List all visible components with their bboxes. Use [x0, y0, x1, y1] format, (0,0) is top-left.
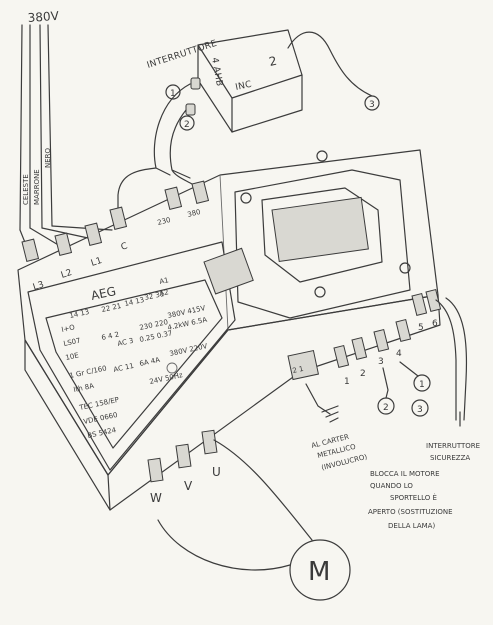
switch-marker-label: 1: [170, 89, 176, 99]
control-marker-label: 2: [383, 403, 389, 413]
control-wires: [382, 297, 468, 427]
nameplate-line: I+O: [61, 323, 76, 334]
switch-inner-text: 2: [268, 54, 278, 69]
nameplate-line: 380V 220V: [169, 342, 209, 358]
terminal-label-w: W: [150, 491, 162, 505]
ground-terminal-label: 2 1: [292, 365, 305, 375]
switch-inner-text: INC: [235, 80, 253, 93]
terminal-label-v: V: [184, 479, 193, 493]
control-terminal-label: 5: [418, 323, 424, 333]
nameplate-line: A1: [159, 276, 170, 286]
terminal-label-380: 380: [187, 208, 202, 219]
control-terminal-label: 2: [360, 369, 366, 379]
control-terminal-label: 6: [432, 319, 438, 329]
ground-note: AL CARTER METALLICO (INVOLUCRO): [311, 433, 369, 472]
nameplate-line: BS 5424: [87, 426, 118, 440]
safety-note-line: DELLA LAMA): [388, 522, 435, 530]
nameplate-line: 14 13: [124, 296, 145, 308]
terminal-label-u: U: [212, 465, 221, 479]
transformer-block: [234, 150, 411, 319]
nameplate-line: AC 11: [113, 362, 135, 374]
wire-color-label: MARRONE: [33, 169, 41, 205]
nameplate-line: 6A 4A: [139, 356, 161, 368]
control-marker-label: 1: [419, 380, 425, 390]
switch-wires: [117, 31, 373, 209]
nameplate-line: 14 13: [69, 308, 90, 320]
terminal-label-l2: L2: [60, 268, 74, 281]
nameplate-line: LS07: [63, 337, 82, 348]
switch-box: [185, 29, 303, 133]
control-markers: 1 2 3: [377, 374, 431, 417]
safety-note-line: SPORTELLO È: [390, 493, 437, 502]
supply-cables: [19, 24, 113, 251]
supply-terminal-strip: [21, 180, 210, 263]
nameplate-line: VDE 0660: [83, 411, 119, 426]
nameplate-line: 10E: [65, 351, 80, 362]
nameplate-line: AC 3: [117, 337, 135, 348]
terminal-label-l3: L3: [32, 280, 46, 293]
nameplate: AEG 14 13 22 21 14 13 32 31 A1 A2 I+O LS…: [61, 276, 209, 440]
terminal-label-230: 230: [157, 216, 172, 227]
contactor-unit: [27, 241, 254, 471]
control-terminal-label: 4: [396, 349, 402, 359]
control-terminal-labels: 1 2 3 4 5 6: [344, 319, 438, 387]
safety-note-line: INTERRUTTORE: [426, 442, 480, 450]
nameplate-line: 6 4 2: [101, 330, 120, 342]
control-terminal-label: 1: [344, 377, 350, 387]
wire-color-label: NERO: [44, 147, 52, 168]
supply-wire-colors: CELESTE MARRONE NERO: [22, 147, 52, 205]
nameplate-line: 22 21: [101, 302, 122, 314]
motor-label: M: [308, 557, 330, 587]
switch-marker-label: 2: [184, 120, 190, 130]
terminal-label-l1: L1: [90, 256, 104, 269]
enclosure: [17, 149, 441, 511]
output-terminal-labels: W V U: [150, 465, 221, 505]
motor-cable: [157, 439, 313, 571]
safety-note-line: BLOCCA IL MOTORE: [370, 470, 440, 478]
safety-note-line: APERTO (SOSTITUZIONE: [368, 508, 453, 516]
motor: M: [289, 539, 351, 601]
ground-connection: 2 1: [287, 350, 339, 423]
nameplate-line: Ith 8A: [73, 382, 95, 394]
safety-note-line: SICUREZZA: [430, 454, 470, 462]
safety-note-line: QUANDO LO: [370, 482, 413, 490]
terminal-label-c: C: [120, 241, 129, 253]
control-marker-label: 3: [417, 405, 423, 415]
safety-note: INTERRUTTORE SICUREZZA BLOCCA IL MOTORE …: [368, 442, 480, 530]
switch-wire-markers: 1 2 3: [165, 84, 380, 131]
output-terminal-strip: [147, 429, 218, 483]
switch-inner-text: 4 AHB: [209, 57, 224, 87]
switch-marker-label: 3: [369, 100, 375, 110]
nameplate-line: 1 Gr C/160: [69, 364, 108, 380]
control-terminal-label: 3: [378, 357, 384, 367]
nameplate-line: 32 31: [144, 290, 165, 302]
control-terminal-strip: [333, 288, 442, 369]
nameplate-line: A2: [159, 288, 170, 298]
switch-title: INTERRUTTORE: [146, 39, 219, 71]
wire-color-label: CELESTE: [22, 174, 30, 205]
nameplate-brand: AEG: [90, 284, 117, 303]
supply-terminal-labels: L3 L2 L1 C 230 380: [32, 208, 202, 293]
supply-voltage-label: 380V: [27, 9, 60, 25]
